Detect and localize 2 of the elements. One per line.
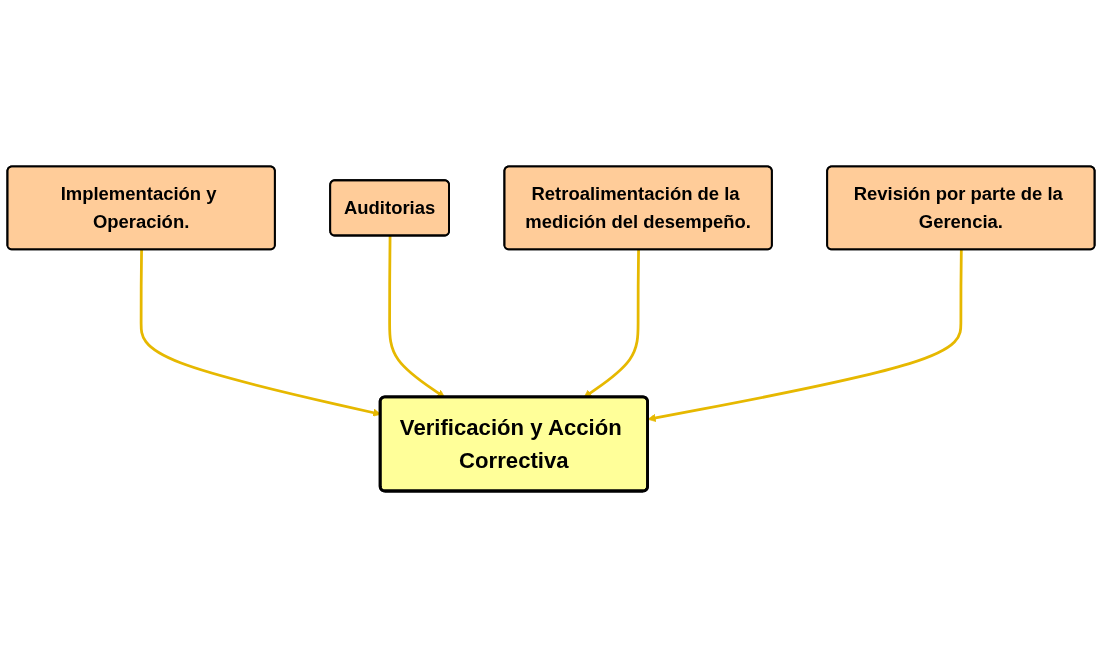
arrow (139, 250, 381, 417)
arrow (647, 250, 963, 423)
